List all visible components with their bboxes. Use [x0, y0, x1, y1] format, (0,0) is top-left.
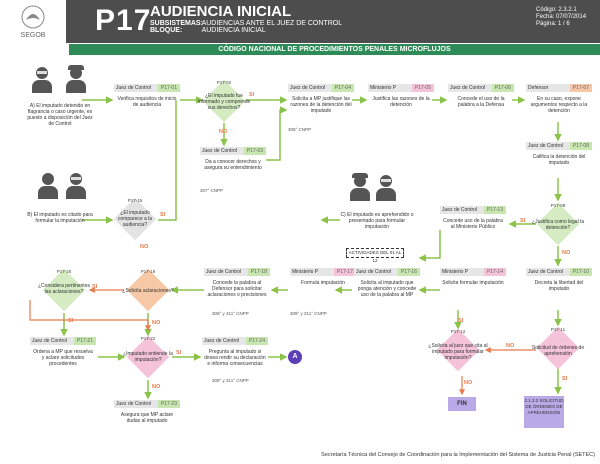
- meta-code: Código: 2.3.2.1: [536, 7, 577, 13]
- summoned-person-icon: [38, 173, 58, 199]
- note-309-311: 309° y 311° CNPP: [212, 378, 249, 383]
- label-si: SI: [92, 284, 98, 290]
- block-value: AUDIENCIA INICIAL: [201, 27, 266, 34]
- process-code: P17: [95, 4, 152, 37]
- subprocess-ref[interactable]: 2.1.3.2 SOLICITUD DE ÓRDENES DE APREHENS…: [524, 396, 564, 428]
- logo-text: SEGOB: [21, 32, 46, 39]
- meta-page: Página: 1 / 6: [536, 21, 570, 27]
- subsystem-line: SUBSISTEMAS: AUDIENCIAS ANTE EL JUEZ DE …: [150, 20, 342, 34]
- label-no: NO: [140, 244, 149, 250]
- subsystem-label: SUBSISTEMAS:: [150, 20, 203, 27]
- label-si: SI: [458, 318, 464, 324]
- label-no: NO: [506, 343, 515, 349]
- decision-p17-09-text: ¿Justifica como legal la detención?: [532, 219, 584, 231]
- block-label: BLOQUE:: [150, 27, 183, 34]
- label-no: NO: [464, 380, 473, 386]
- decision-p17-19-text: ¿Solicita aclaraciones?: [122, 288, 174, 294]
- actor-summoned-text: B) El imputado es citado para formular l…: [27, 212, 93, 224]
- decision-p17-20[interactable]: P17-20: [41, 267, 87, 313]
- decision-p17-02[interactable]: P17-02: [201, 78, 247, 124]
- decision-p17-09[interactable]: P17-09: [535, 201, 581, 247]
- decision-p17-20-text: ¿Considera pertinentes las aclaraciones?: [38, 283, 90, 295]
- activities-label: ACTIVIDADES DEL 01 AL 12: [346, 248, 404, 263]
- label-si: SI: [160, 212, 166, 218]
- actor-apprehended-text: C) El imputado es aprehendido o presenta…: [340, 212, 414, 230]
- eagle-seal-icon: SEGOB: [21, 5, 46, 39]
- detainee-icon: [32, 67, 52, 93]
- page-title: AUDIENCIA INICIAL: [150, 3, 292, 20]
- note-308: 308° CNPP: [288, 127, 312, 132]
- note-309-311: 309° y 311° CNPP: [290, 311, 327, 316]
- label-no: NO: [562, 250, 571, 256]
- connector-a[interactable]: A: [288, 350, 302, 364]
- decision-p17-15[interactable]: P17-15: [112, 196, 158, 242]
- actor-detained-text: A) El imputado detenido en flagrancia o …: [27, 103, 93, 127]
- label-no: NO: [152, 384, 161, 390]
- subsystem-value: AUDIENCIAS ANTE EL JUEZ DE CONTROL: [201, 20, 343, 27]
- decision-p17-22[interactable]: P17-22: [125, 334, 171, 380]
- summoned-person-icon: [66, 173, 86, 199]
- note-309-311: 309° y 311° CNPP: [212, 311, 249, 316]
- note-307: 307° CNPP: [200, 188, 224, 193]
- decision-p17-12[interactable]: P17-12: [435, 327, 481, 373]
- decision-p17-12-text: ¿Solicita al juez que cita al imputado p…: [428, 343, 488, 361]
- decision-p17-15-text: ¿El imputado comparece a la audiencia?: [117, 210, 153, 228]
- label-si: SI: [249, 92, 255, 98]
- end-terminal: FIN: [448, 397, 476, 411]
- decision-p17-19[interactable]: P17-19: [125, 267, 171, 313]
- label-si: SI: [68, 318, 74, 324]
- label-no: NO: [152, 320, 161, 326]
- meta-date: Fecha: 07/07/2014: [536, 14, 587, 20]
- label-si: SI: [562, 376, 568, 382]
- label-si: SI: [520, 218, 526, 224]
- apprehended-person-icon: [376, 175, 396, 201]
- footer-text: Secretaría Técnica del Consejo de Coordi…: [321, 452, 595, 458]
- decision-p17-02-text: ¿El imputado fue informado y comprende s…: [197, 93, 251, 111]
- doc-meta: Código: 2.3.2.1 Fecha: 07/07/2014 Página…: [536, 7, 586, 28]
- decision-p17-11-text: Solicitud de órdenes de aprehensión: [531, 345, 585, 357]
- decision-p17-22-text: ¿Imputado entiende la imputación?: [123, 351, 173, 363]
- apprehended-person-icon: [350, 173, 370, 201]
- label-si: SI: [176, 350, 182, 356]
- label-no: NO: [219, 129, 228, 135]
- section-band: CÓDIGO NACIONAL DE PROCEDIMIENTOS PENALE…: [69, 44, 600, 55]
- header-bar: SEGOB P17 AUDIENCIA INICIAL SUBSISTEMAS:…: [0, 0, 600, 43]
- police-officer-icon: [66, 65, 86, 93]
- decision-p17-11[interactable]: P17-11: [535, 325, 581, 371]
- segob-logo: SEGOB: [0, 0, 66, 43]
